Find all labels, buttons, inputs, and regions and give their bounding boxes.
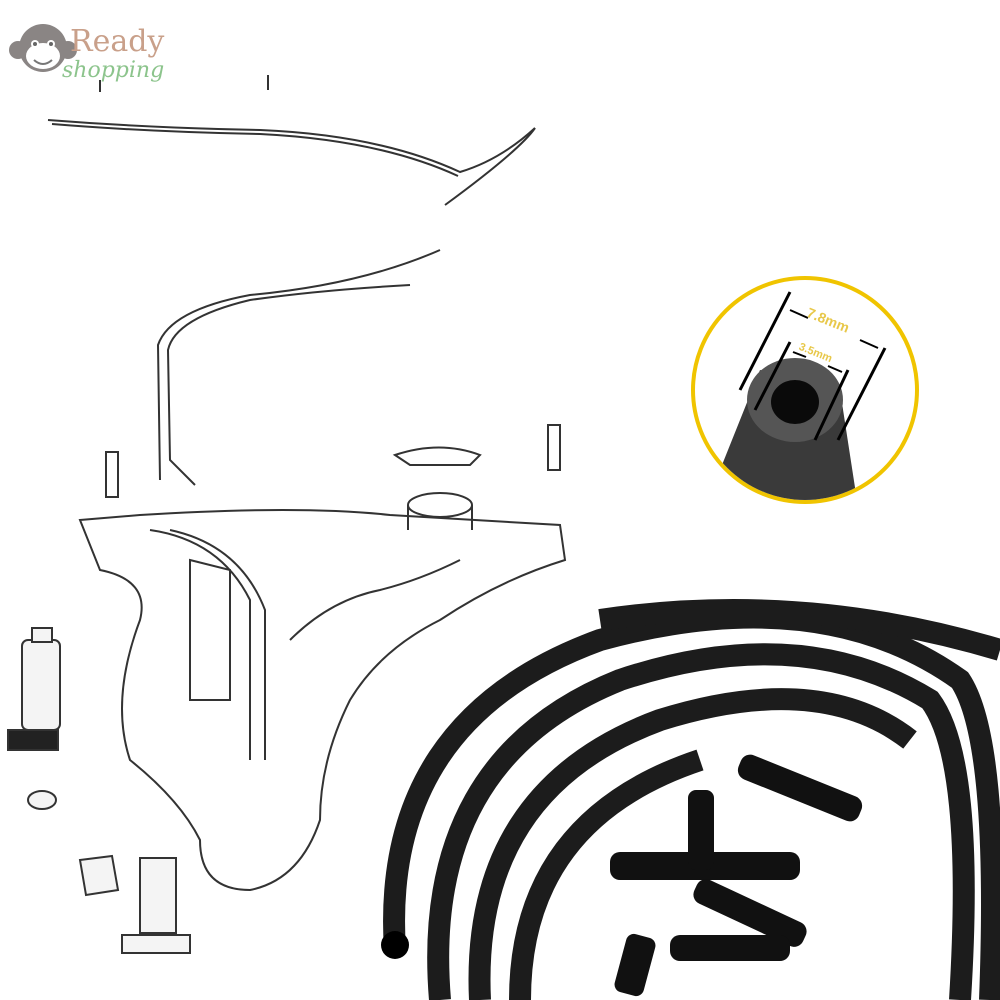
washer-pump-diagram bbox=[7, 627, 191, 954]
hose-end bbox=[381, 931, 409, 959]
hose-routing-diagram bbox=[47, 75, 561, 498]
hose-connectors bbox=[610, 754, 863, 997]
tube-cross-section-callout bbox=[691, 276, 919, 504]
logo-brand-shopping: shopping bbox=[62, 58, 165, 83]
monkey-face-icon bbox=[9, 24, 77, 72]
logo-brand-ready: Ready bbox=[70, 24, 165, 59]
washer-reservoir-diagram bbox=[78, 492, 567, 892]
black-rubber-hose-coil bbox=[383, 599, 1000, 1000]
